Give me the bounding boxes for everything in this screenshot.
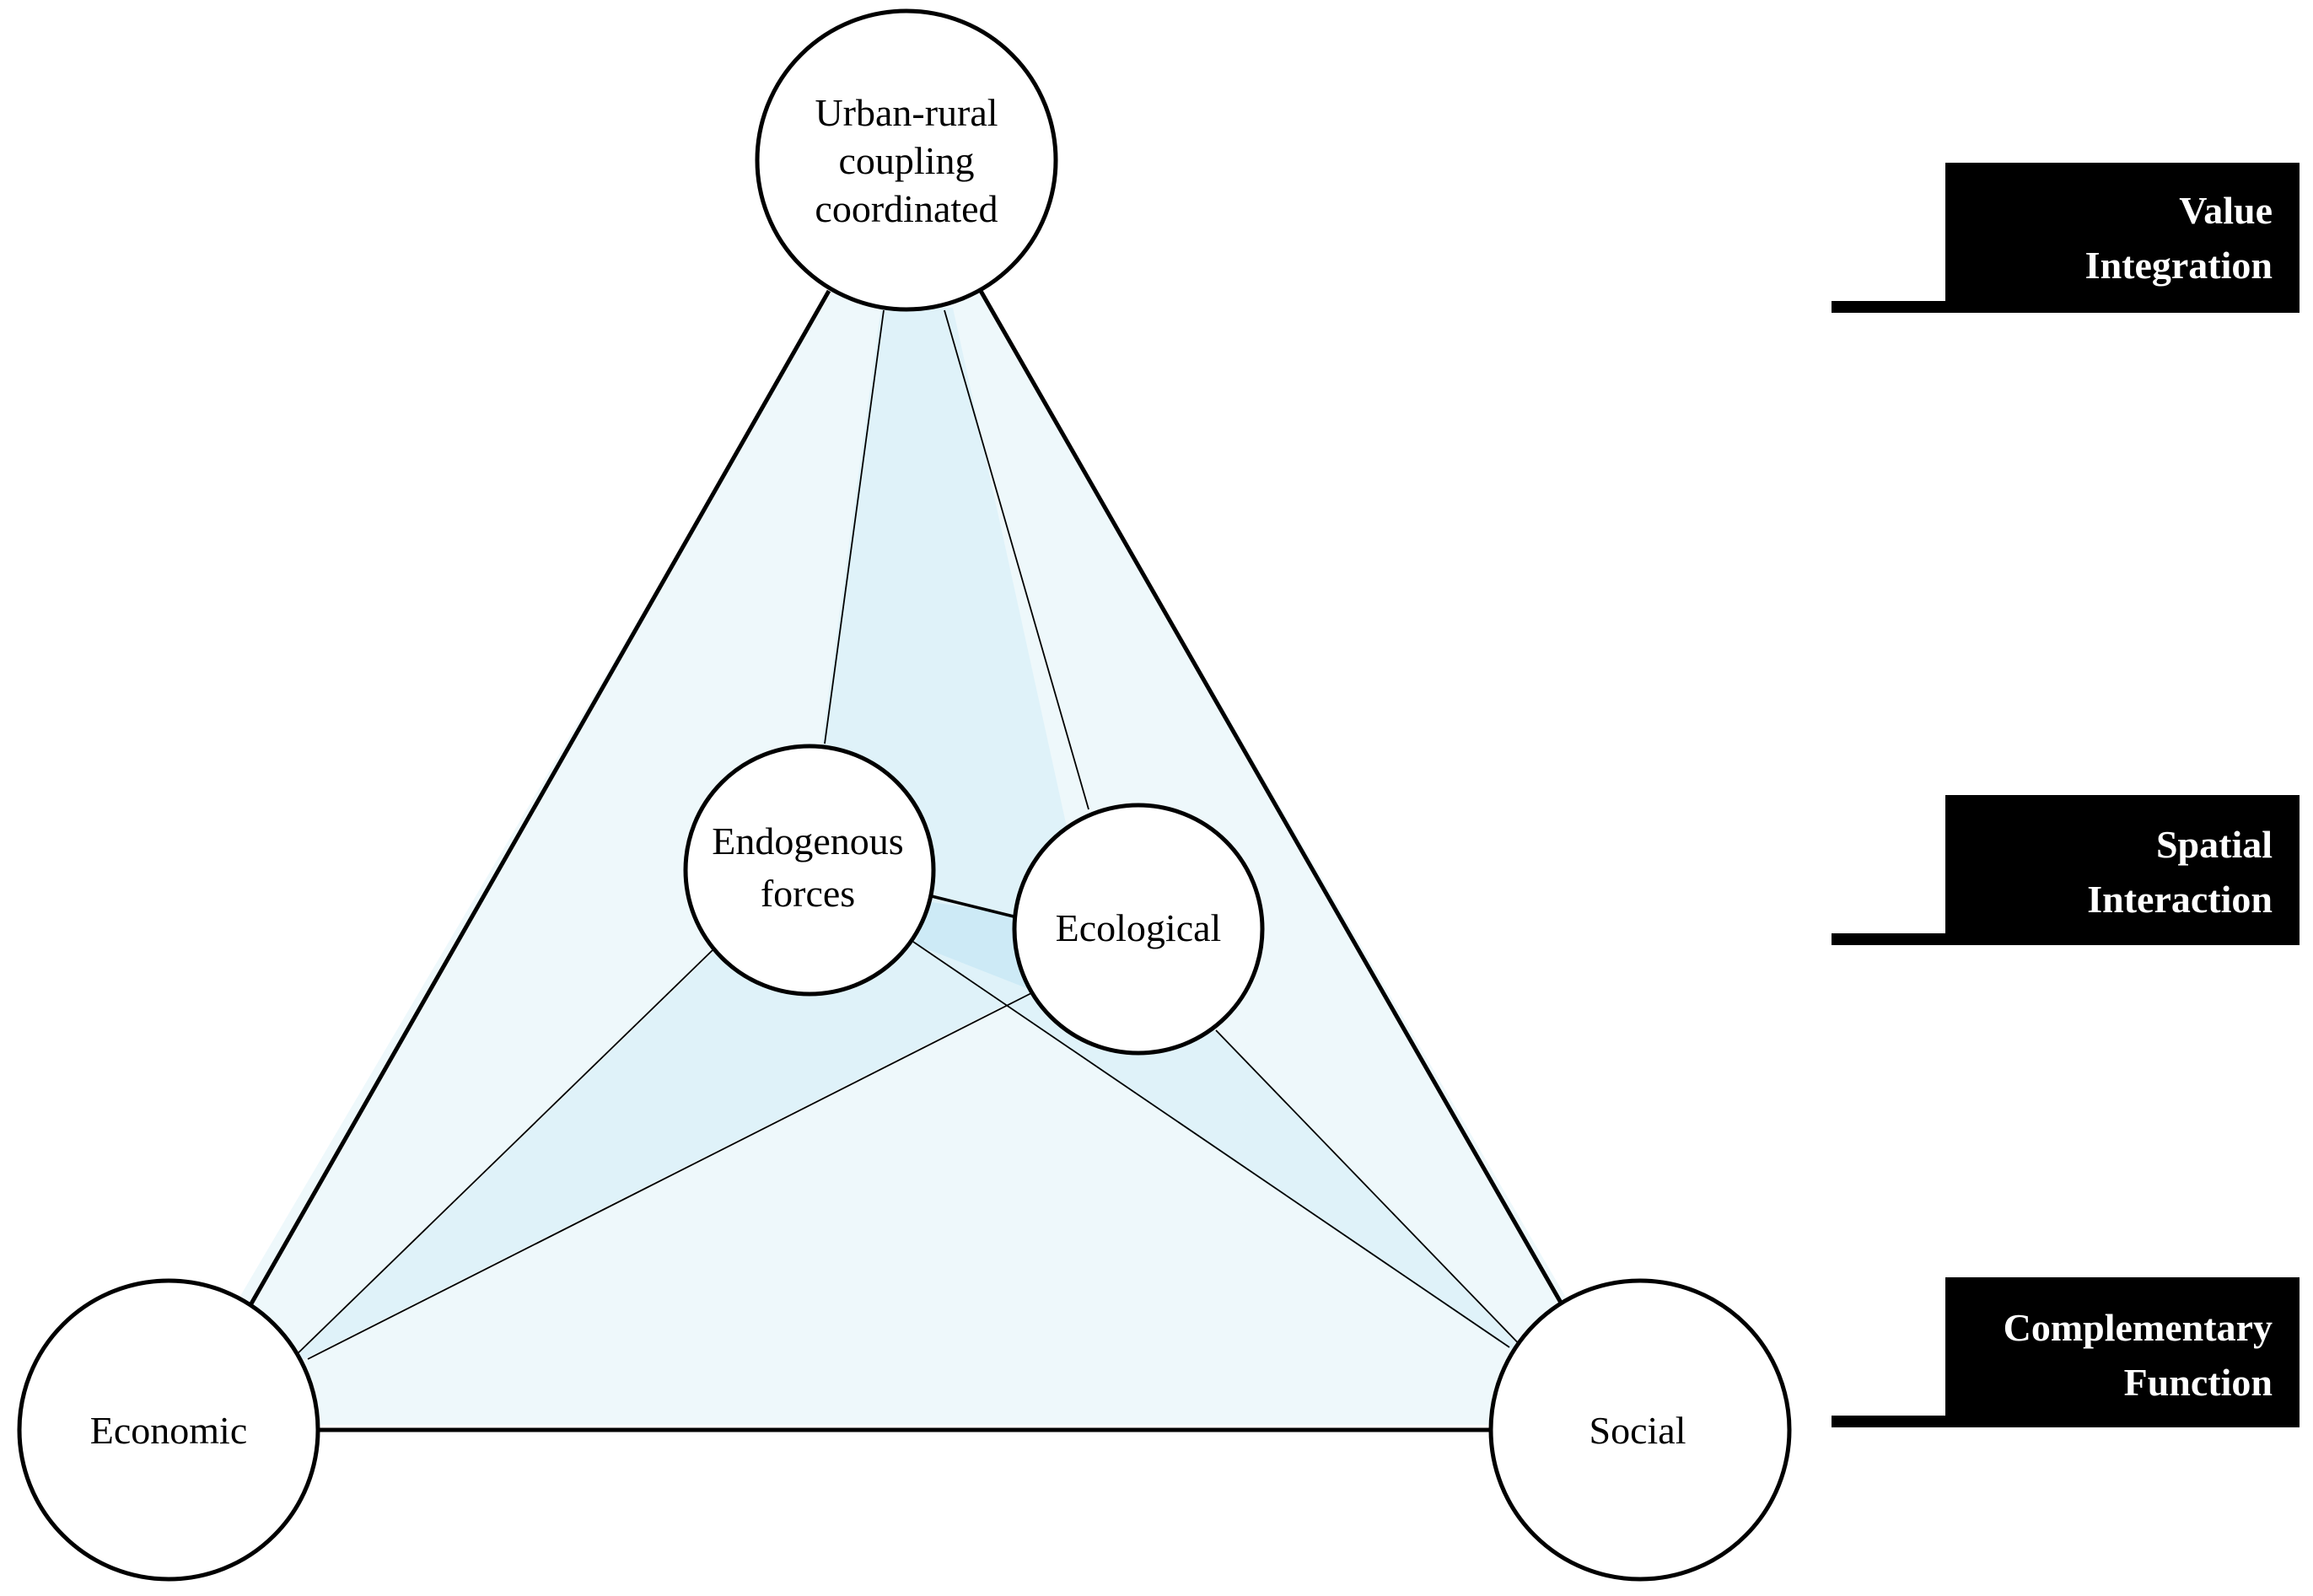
link-top-ecological: [944, 309, 1089, 810]
tag-spatial-label-line-1: Spatial: [2156, 823, 2273, 866]
tag-spatial-label-line-2: Interaction: [2087, 878, 2273, 921]
link-top-endogenous: [824, 309, 885, 744]
node-top-label-line-1: Urban-rural: [815, 91, 998, 134]
node-endogenous-label-line-1: Endogenous: [712, 819, 903, 862]
node-ecological-label: Ecological: [1056, 906, 1222, 949]
tag-complementary-box: [1945, 1277, 2300, 1427]
node-ecological: [1012, 803, 1265, 1056]
node-top-label-line-3: coordinated: [815, 187, 998, 230]
tag-value-label-line-1: Value: [2179, 189, 2273, 232]
link-ecological-economic: [307, 991, 1034, 1360]
node-economic-label: Economic: [90, 1409, 248, 1452]
node-endogenous-label-line-2: forces: [761, 872, 855, 915]
tag-complementary-underline: [1832, 1416, 2300, 1427]
tag-value-integration: Value Integration: [1832, 163, 2300, 313]
tag-value-underline: [1832, 301, 2300, 313]
tag-value-box: [1945, 163, 2300, 313]
link-ecological-social: [1215, 1029, 1529, 1354]
link-endogenous-social: [912, 941, 1510, 1348]
tag-value-label-line-2: Integration: [2085, 244, 2273, 287]
link-endogenous-ecological: [931, 895, 1018, 919]
tag-complementary-label-line-2: Function: [2124, 1361, 2273, 1404]
node-economic: [17, 1278, 320, 1582]
tag-spatial-underline: [1832, 933, 2300, 945]
tag-spatial-box: [1945, 795, 2300, 945]
node-social: [1488, 1278, 1792, 1582]
inner-web-region-left: [287, 308, 1088, 1366]
node-endogenous-forces: [683, 744, 936, 997]
core-region: [915, 902, 1033, 991]
link-endogenous-economic: [286, 949, 713, 1365]
edge-top-economic: [248, 289, 831, 1307]
node-social-label: Social: [1590, 1409, 1686, 1452]
tag-spatial-interaction: Spatial Interaction: [1832, 795, 2300, 945]
tag-complementary-function: Complementary Function: [1832, 1277, 2300, 1427]
tag-complementary-label-line-1: Complementary: [2004, 1306, 2273, 1349]
node-top-label-line-2: coupling: [839, 139, 975, 182]
node-urban-rural-coupling: [755, 8, 1058, 312]
edge-top-social: [978, 289, 1563, 1304]
